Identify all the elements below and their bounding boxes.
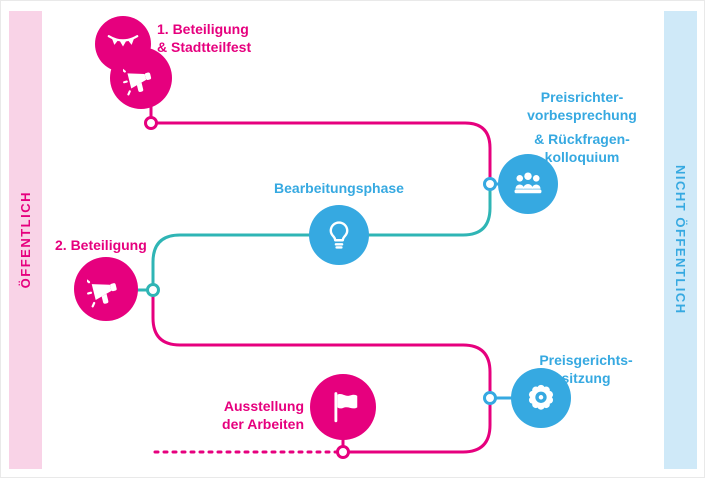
- lightbulb-icon: [329, 221, 349, 249]
- label-line: sitzung: [561, 369, 611, 386]
- jury-briefing-badge: [498, 154, 558, 214]
- connector-participation2-to-jury-session: [151, 295, 492, 392]
- megaphone-icon: [87, 278, 117, 308]
- label-line: vorbesprechung: [527, 106, 637, 123]
- label-exhibition: Ausstellung der Arbeiten: [171, 398, 304, 433]
- audience-icon: [514, 172, 542, 194]
- bunting-icon: [107, 35, 139, 47]
- megaphone-icon: [123, 68, 152, 96]
- label-line: & Rückfragen-: [534, 131, 630, 147]
- label-line: Preisgerichts-: [539, 352, 633, 368]
- label-line: kolloquium: [544, 148, 620, 165]
- node-exhibition: [336, 445, 350, 459]
- label-line: & Stadtteilfest: [157, 38, 252, 55]
- label-line: 1. Beteiligung: [157, 21, 249, 37]
- label-participation2: 2. Beteiligung: [55, 237, 147, 253]
- label-jury-session: Preisgerichts- sitzung: [506, 352, 666, 387]
- exhibition-badge: [310, 374, 376, 440]
- label-participation1: 1. Beteiligung & Stadtteilfest: [157, 21, 251, 56]
- label-working-phase: Bearbeitungsphase: [274, 180, 404, 196]
- award-icon: [528, 384, 554, 410]
- participation1-megaphone-badge: [110, 47, 172, 109]
- connector-jury-session-to-exhibition: [348, 404, 492, 454]
- participation2-badge: [74, 257, 138, 321]
- not-public-band: NICHT ÖFFENTLICH: [664, 11, 697, 469]
- node-jury-briefing: [483, 177, 497, 191]
- node-step1: [144, 116, 158, 130]
- flag-icon: [334, 392, 358, 423]
- label-jury-briefing: Preisrichter- vorbesprechung & Rückfrage…: [499, 89, 665, 166]
- not-public-band-label: NICHT ÖFFENTLICH: [673, 165, 688, 315]
- jury-session-badge: [511, 368, 571, 428]
- label-line: Ausstellung: [223, 398, 304, 414]
- connector-step1-to-jury-briefing: [151, 121, 492, 179]
- node-jury-session: [483, 391, 497, 405]
- node-participation2: [146, 283, 160, 297]
- label-spacer: [499, 124, 665, 131]
- label-line: der Arbeiten: [222, 415, 304, 432]
- public-band: ÖFFENTLICH: [9, 11, 42, 469]
- label-line: Preisrichter-: [540, 89, 624, 105]
- working-phase-badge: [309, 205, 369, 265]
